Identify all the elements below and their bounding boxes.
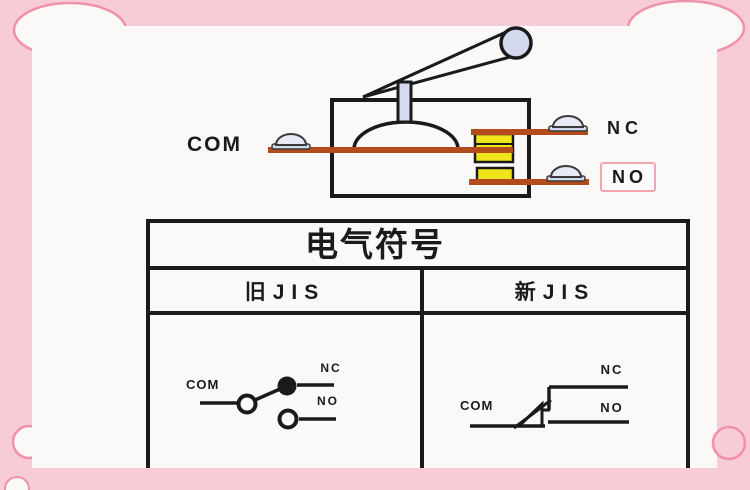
com-wire (268, 147, 513, 153)
symbol-row: COM NC NO COM (150, 315, 686, 468)
no-label: NO (612, 166, 647, 187)
switch-mechanism (268, 26, 589, 198)
actuator-lever (362, 30, 512, 99)
old-jis-label: 旧JIS (244, 280, 326, 304)
no-label-box: NO (600, 162, 656, 192)
new-jis-symbol-cell: COM NC NO (424, 315, 686, 468)
nc-wire (471, 129, 588, 135)
new-jis-header-cell: 新JIS (424, 270, 686, 311)
old-jis-nc-contact (277, 376, 297, 396)
old-jis-symbol-cell: COM NC NO (150, 315, 424, 468)
new-jis-label: 新JIS (514, 280, 596, 304)
com-label: COM (187, 133, 242, 156)
no-terminal (546, 165, 586, 182)
new-jis-nc-label: NC (601, 362, 624, 377)
old-jis-no-label: NO (317, 394, 339, 408)
no-wire (469, 179, 589, 185)
table-header: 电气符号 (150, 223, 686, 270)
old-jis-nc-label: NC (320, 361, 341, 375)
old-jis-lever (254, 387, 281, 402)
new-jis-symbol: COM NC NO (460, 362, 629, 430)
new-jis-com-label: COM (460, 398, 493, 413)
new-jis-no-label: NO (600, 400, 624, 415)
old-jis-com-contact (236, 393, 258, 415)
new-jis-lever (513, 398, 552, 430)
old-jis-header-cell: 旧JIS (150, 270, 424, 311)
old-jis-com-label: COM (186, 377, 219, 392)
roller-icon (499, 26, 533, 60)
contact-spring-dome (352, 120, 460, 150)
nc-terminal (548, 115, 588, 132)
plunger (396, 80, 413, 124)
com-terminal (271, 133, 311, 150)
old-jis-no-contact (277, 408, 299, 430)
nc-label: NC (607, 118, 643, 138)
old-jis-symbol: COM NC NO (186, 361, 341, 430)
scallop-bottom-edge (4, 476, 30, 490)
column-header-row: 旧JIS 新JIS (150, 270, 686, 315)
scallop-bottom-right (711, 425, 747, 461)
table-title: 电气符号 (305, 226, 445, 263)
symbol-table: 电气符号 旧JIS 新JIS COM NC NO (146, 219, 690, 468)
